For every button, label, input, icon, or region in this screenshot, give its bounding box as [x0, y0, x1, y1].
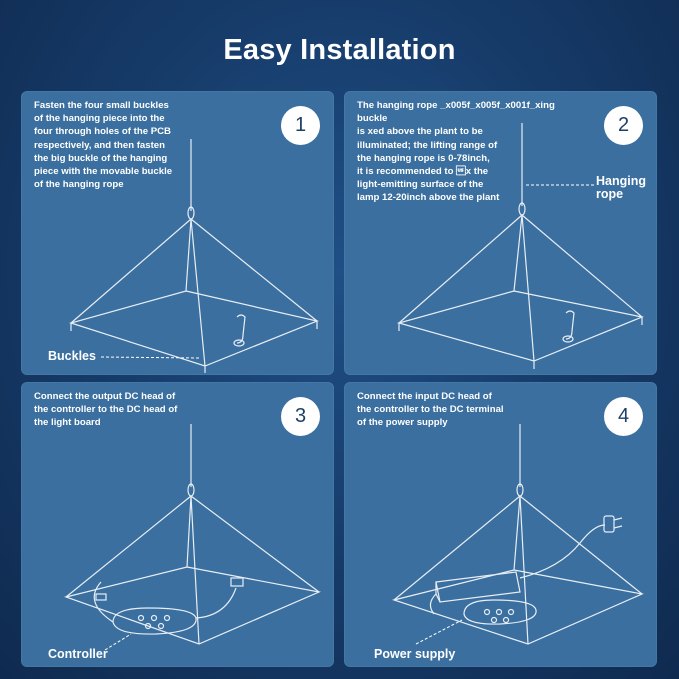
step-1-description: Fasten the four small buckles of the han… [34, 100, 173, 191]
step-panel-1: Fasten the four small buckles of the han… [21, 91, 334, 375]
power-supply-label: Power supply [374, 647, 456, 661]
step-2-number-badge: 2 [604, 106, 643, 145]
step-3-description: Connect the output DC head of the contro… [34, 391, 178, 429]
lamp-illustration [396, 123, 645, 369]
step-4-description: Connect the input DC head of the control… [357, 391, 504, 429]
page-title: Easy Installation [223, 34, 456, 66]
step-panel-4: Connect the input DC head of the control… [344, 382, 657, 667]
step-4-number-badge: 4 [604, 397, 643, 436]
lamp-illustration [63, 424, 322, 651]
step-3-number-badge: 3 [281, 397, 320, 436]
step-1-number-badge: 1 [281, 106, 320, 145]
step-2-description: The hanging rope _x005f_x005f_x001f_xing… [357, 100, 555, 204]
lamp-illustration [68, 139, 320, 373]
hanging-rope-label: Hanging rope [596, 174, 646, 201]
step-panel-2: The hanging rope _x005f_x005f_x001f_xing… [344, 91, 657, 375]
buckles-label: Buckles [48, 349, 96, 363]
step-panel-3: Connect the output DC head of the contro… [21, 382, 334, 667]
lamp-illustration [391, 424, 645, 645]
controller-label: Controller [48, 647, 108, 661]
